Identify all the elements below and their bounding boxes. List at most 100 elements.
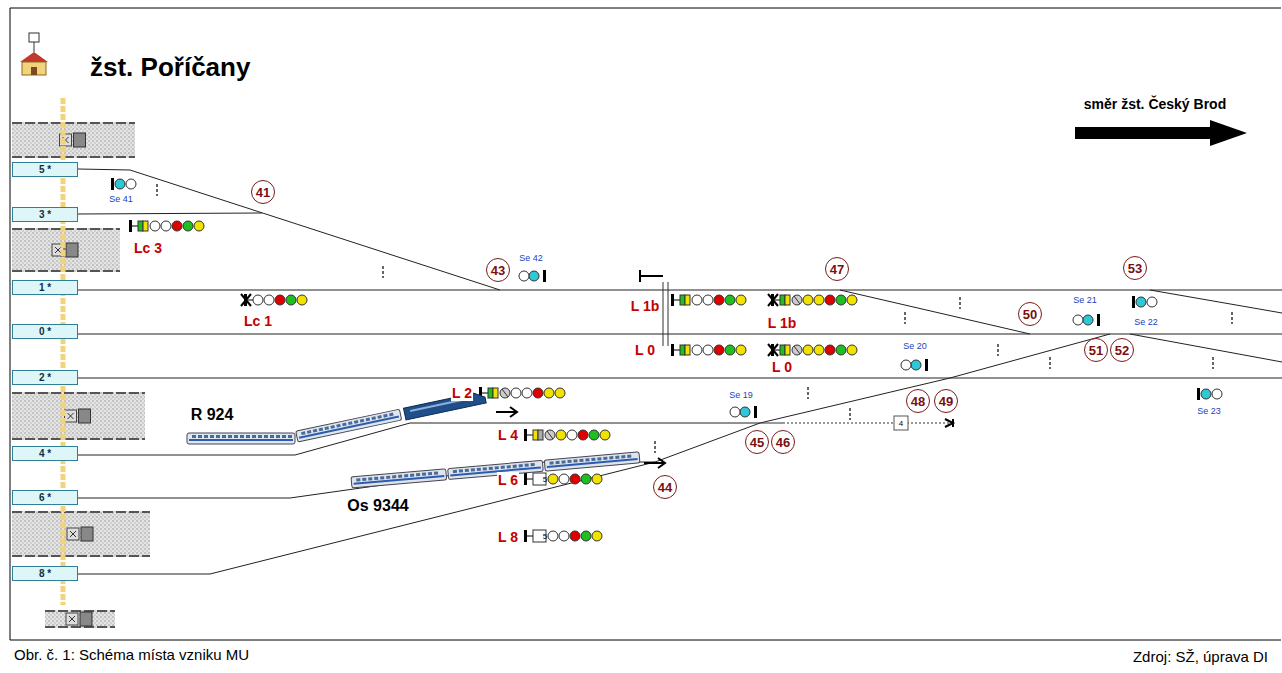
frame xyxy=(10,8,1281,640)
platform xyxy=(12,122,135,158)
station-icon xyxy=(20,33,48,75)
track-number-box: 5 * xyxy=(12,162,78,177)
shunting-signal xyxy=(1073,314,1100,326)
track xyxy=(78,378,1282,379)
insulated-joint xyxy=(904,312,906,324)
track xyxy=(1130,334,1282,362)
insulated-joint xyxy=(1231,312,1233,324)
main-signal xyxy=(671,344,746,356)
switch-number-text: 52 xyxy=(1115,343,1129,358)
insulated-joint xyxy=(849,408,851,420)
signal-name: L 0 xyxy=(634,342,656,358)
main-signal xyxy=(524,429,610,441)
track-number-box: 2 * xyxy=(12,370,78,385)
direction-arrow xyxy=(644,458,665,468)
main-signal xyxy=(524,530,602,542)
track-number: 2 * xyxy=(39,372,51,383)
switch-number: 51 xyxy=(1084,338,1108,362)
track xyxy=(1150,290,1282,313)
signal-name: Se 21 xyxy=(1072,295,1098,305)
switch-number-text: 50 xyxy=(1023,307,1037,322)
train-name: Os 9344 xyxy=(345,497,410,515)
switch-number: 43 xyxy=(486,258,510,282)
track xyxy=(78,213,262,214)
switch-number: 47 xyxy=(825,257,849,281)
insulated-joint xyxy=(654,441,656,453)
direction-arrow xyxy=(1075,120,1247,146)
shunting-signal xyxy=(1132,296,1157,308)
track-number: 5 * xyxy=(39,164,51,175)
track-number: 8 * xyxy=(39,568,51,579)
switch-number: 52 xyxy=(1110,338,1134,362)
track xyxy=(78,169,500,290)
switch-number: 48 xyxy=(906,389,930,413)
direction-arrow xyxy=(496,407,517,417)
source-note: Zdroj: SŽ, úprava DI xyxy=(1133,648,1268,665)
main-signal xyxy=(768,344,857,356)
main-signal xyxy=(479,387,565,399)
signal-name: Se 22 xyxy=(1133,317,1159,327)
insulated-joint xyxy=(1049,357,1051,369)
train-os9344 xyxy=(351,452,640,488)
train-r924 xyxy=(187,391,486,444)
siding xyxy=(760,423,783,424)
signal-name: L 0 xyxy=(771,359,793,375)
signal-name: Lc 3 xyxy=(133,240,163,256)
train-name: R 924 xyxy=(189,406,236,424)
switch-number-text: 43 xyxy=(491,263,505,278)
switch-number-text: 46 xyxy=(776,435,790,450)
platform xyxy=(45,610,115,628)
title: žst. Poříčany xyxy=(90,52,250,83)
signal-name: Se 20 xyxy=(902,341,928,351)
track xyxy=(78,462,655,574)
insulated-joint xyxy=(382,266,384,278)
signal-name: Lc 1 xyxy=(243,313,273,329)
signal-name: Se 23 xyxy=(1196,406,1222,416)
sign-box xyxy=(894,416,908,430)
track xyxy=(840,290,1030,334)
switch-number: 41 xyxy=(251,180,275,204)
switch-number: 46 xyxy=(771,430,795,454)
main-signal xyxy=(129,220,204,232)
switch-number-text: 53 xyxy=(1128,261,1142,276)
siding xyxy=(783,423,950,424)
platform xyxy=(12,511,150,557)
track xyxy=(78,290,1282,291)
insulated-joint xyxy=(156,184,158,196)
track-number-box: 0 * xyxy=(12,324,78,339)
switch-number-text: 51 xyxy=(1089,343,1103,358)
track-number: 3 * xyxy=(39,209,51,220)
platform xyxy=(12,392,145,440)
track-number-box: 4 * xyxy=(12,446,78,461)
signal-name: Se 19 xyxy=(728,390,754,400)
insulated-joint xyxy=(1212,357,1214,369)
sign-text: 4 xyxy=(899,419,903,428)
shunting-signal xyxy=(730,406,757,418)
track-number: 4 * xyxy=(39,448,51,459)
main-signal xyxy=(524,473,602,485)
signal-name: L 8 xyxy=(497,529,519,545)
track-end xyxy=(945,419,953,427)
main-signal xyxy=(768,294,857,306)
switch-number: 44 xyxy=(653,475,677,499)
signal-name: L 6 xyxy=(497,472,519,488)
signal-name: L 1b xyxy=(630,298,661,314)
track-number: 1 * xyxy=(39,282,51,293)
track xyxy=(78,423,760,455)
switch-number: 45 xyxy=(745,430,769,454)
signal-name: Se 41 xyxy=(108,194,134,204)
track-number-box: 1 * xyxy=(12,280,78,295)
switch-number: 53 xyxy=(1123,256,1147,280)
track-number: 0 * xyxy=(39,326,51,337)
switch-number-text: 48 xyxy=(911,394,925,409)
shunting-signal xyxy=(901,359,928,371)
shunting-signal xyxy=(111,178,136,190)
caption: Obr. č. 1: Schéma místa vzniku MU xyxy=(14,646,249,663)
switch-number-text: 47 xyxy=(830,262,844,277)
speed-indicator: 5 xyxy=(543,532,547,541)
track-number-box: 6 * xyxy=(12,490,78,505)
insulated-joint xyxy=(997,344,999,356)
signal-name: L 1b xyxy=(767,315,798,331)
switch-number-text: 44 xyxy=(658,480,672,495)
